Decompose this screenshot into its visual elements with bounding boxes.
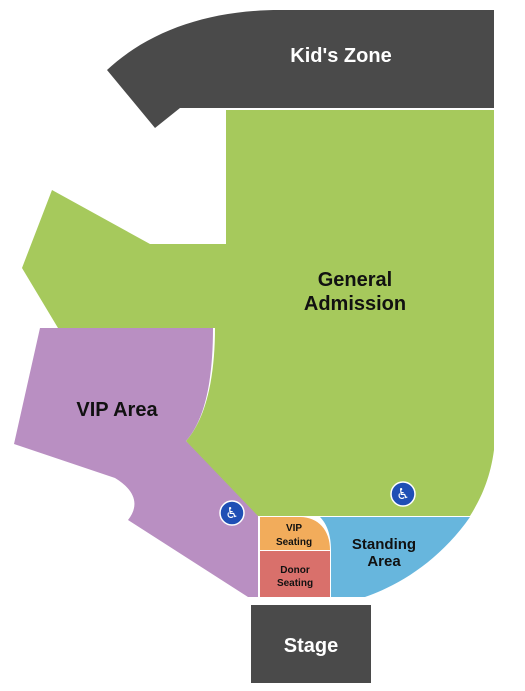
general-admission-shape[interactable]: [22, 110, 494, 516]
donor-seating-label-line1: Donor: [280, 565, 310, 576]
standing-area-label-line2: Area: [367, 553, 401, 570]
section-kids-zone[interactable]: Kid's Zone: [107, 10, 494, 128]
wheelchair-icon-glyph: ♿: [225, 504, 238, 522]
vip-seating-label-line2: Seating: [276, 537, 312, 548]
wheelchair-icon[interactable]: ♿: [219, 500, 245, 526]
donor-seating-shape[interactable]: [260, 551, 330, 597]
section-general-admission[interactable]: General Admission: [22, 110, 494, 516]
vip-area-shape[interactable]: [14, 328, 258, 597]
section-stage[interactable]: Stage: [251, 605, 371, 683]
section-standing-area[interactable]: Standing Area: [320, 517, 470, 597]
vip-seating-shape[interactable]: [260, 517, 330, 550]
standing-area-shape[interactable]: [320, 517, 470, 597]
donor-seating-label-line2: Seating: [277, 578, 313, 589]
stage-shape[interactable]: [251, 605, 371, 683]
vip-seating-label-line1: VIP: [286, 523, 302, 534]
wheelchair-icon[interactable]: ♿: [390, 481, 416, 507]
section-vip-seating[interactable]: VIP Seating: [260, 517, 330, 550]
wheelchair-icon-glyph: ♿: [396, 485, 409, 503]
vip-area-label: VIP Area: [76, 399, 158, 421]
kids-zone-shape[interactable]: [107, 10, 494, 128]
kids-zone-label: Kid's Zone: [290, 45, 391, 67]
section-donor-seating[interactable]: Donor Seating: [260, 551, 330, 597]
standing-area-label-line1: Standing: [352, 536, 416, 553]
general-admission-label-line1: General: [318, 269, 392, 291]
stage-label: Stage: [284, 635, 338, 657]
general-admission-label-line2: Admission: [304, 293, 406, 315]
section-vip-area[interactable]: VIP Area: [14, 328, 258, 597]
